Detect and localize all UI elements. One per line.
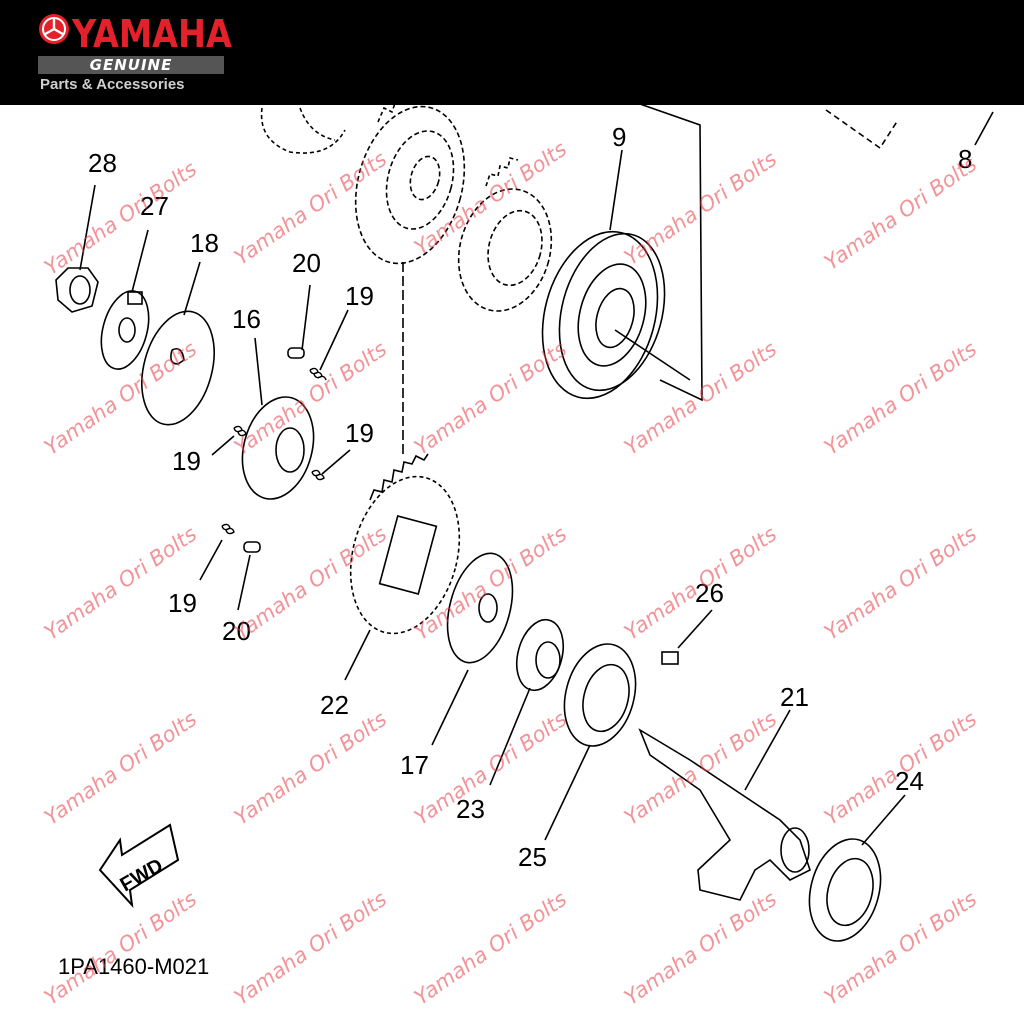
callout-19: 19 [345,281,374,311]
callout-26: 26 [695,578,724,608]
callout-21: 21 [780,682,809,712]
callout-25: 25 [518,842,547,872]
callout-9: 9 [612,122,626,152]
brand-header: YAMAHA GENUINE Parts & Accessories [0,0,1024,105]
yamaha-emblem-icon [39,14,69,44]
callout-20: 20 [222,616,251,646]
diagram-code: 1PA1460-M021 [58,954,210,979]
callout-17: 17 [400,750,429,780]
callout-28: 28 [88,148,117,178]
callout-16: 16 [232,304,261,334]
callout-22: 22 [320,690,349,720]
callout-19: 19 [168,588,197,618]
tagline: Parts & Accessories [40,76,185,93]
genuine-label: GENUINE [89,56,173,74]
brand-name: YAMAHA [72,12,232,56]
callout-19: 19 [172,446,201,476]
callout-19: 19 [345,418,374,448]
callout-27: 27 [140,191,169,221]
callout-24: 24 [895,766,924,796]
callout-23: 23 [456,794,485,824]
fwd-label: FWD [117,855,167,897]
callout-18: 18 [190,228,219,258]
genuine-bar: GENUINE [38,56,224,74]
callout-20: 20 [292,248,321,278]
callout-8: 8 [958,144,972,174]
